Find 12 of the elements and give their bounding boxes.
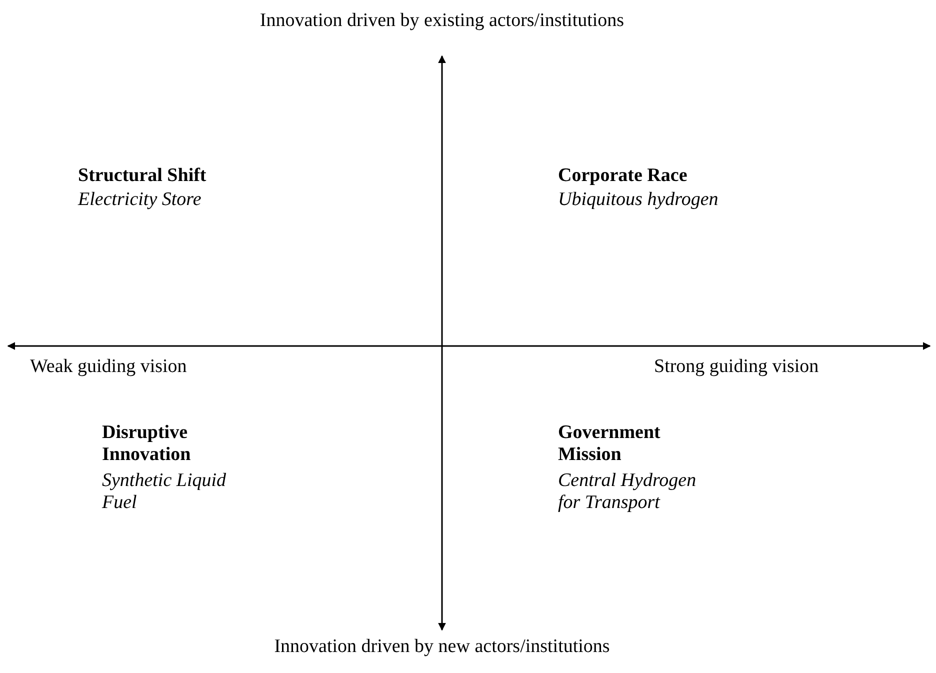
quadrant-heading: Government Mission	[558, 422, 660, 465]
axis-label: Strong guiding vision	[654, 356, 819, 377]
axis-label: Weak guiding vision	[30, 356, 187, 377]
axis-label: Innovation driven by new actors/institutions	[274, 636, 610, 657]
quadrant-example: Synthetic Liquid Fuel	[102, 470, 226, 513]
axis-label: Innovation driven by existing actors/institutions	[260, 10, 624, 31]
quadrant-heading: Disruptive Innovation	[102, 422, 191, 465]
quadrant-example: Ubiquitous hydrogen	[558, 189, 718, 210]
quadrant-heading: Structural Shift	[78, 165, 206, 186]
quadrant-example: Central Hydrogen for Transport	[558, 470, 696, 513]
quadrant-example: Electricity Store	[78, 189, 202, 210]
quadrant-heading: Corporate Race	[558, 165, 688, 186]
